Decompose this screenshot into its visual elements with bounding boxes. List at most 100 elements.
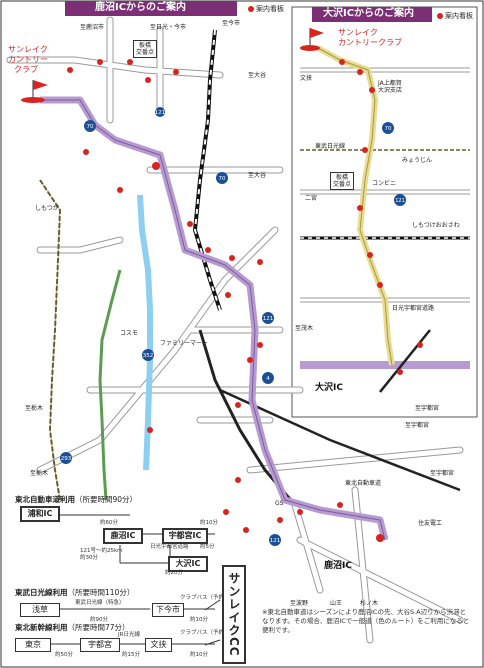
inset-shield-70	[382, 122, 394, 134]
route-tobu-duration: 約90分	[90, 617, 108, 623]
route-box-kanuma: 鹿沼IC	[103, 528, 143, 544]
route-293: 293	[61, 456, 72, 462]
main-header-bg	[65, 1, 237, 16]
inset-label-bunkyo: 文挟	[300, 75, 313, 82]
label-itaba-koban: 板橋交番点	[133, 40, 158, 58]
inset-label-utsunomiya: 至宇都宮	[415, 405, 440, 412]
inset-route-70: 70	[385, 126, 392, 132]
inset-label-shimotsuke: しもつけおおさわ	[412, 222, 460, 229]
route-shields	[60, 107, 281, 546]
route-121-a: 121	[155, 110, 166, 116]
route-box-shimoimaichi: 下今市	[152, 603, 184, 617]
inset-label-ja2: 大沢支店	[378, 87, 403, 94]
marker-dot-icon	[248, 6, 254, 12]
inset-club-line1: サンレイク	[338, 28, 378, 37]
route-box-urawa: 浦和IC	[20, 506, 60, 522]
label-ri-u: 至宇都宮	[405, 422, 430, 429]
marker-dot-icon	[437, 13, 443, 19]
route-70-a: 70	[87, 124, 94, 130]
route-box-bunkyo: 文挟	[145, 638, 172, 652]
route-121-c: 121	[270, 538, 281, 544]
route-4: 4	[266, 376, 270, 382]
inset-label-ninomiya: 二宮	[305, 195, 318, 202]
label-takada: 至鹿沼市	[80, 24, 105, 31]
route-121-b: 121	[263, 316, 274, 322]
main-header-legend: 案内看板	[248, 4, 284, 14]
label-kosumo: コスモ	[120, 330, 139, 337]
route-tobu-line: 東武日光線（特急）	[75, 600, 125, 606]
route-box-osawa: 大沢IC	[168, 556, 208, 572]
route-express-via5: 約5分	[200, 544, 215, 550]
route-tobu-title: 東武日光線利用（所要時間110分）	[15, 588, 135, 597]
route-express-title: 東北自動車道利用（所要時間90分）	[15, 495, 138, 504]
label-gs: GS	[275, 500, 284, 507]
river	[137, 194, 153, 471]
label-tosei: 東北自動車道	[345, 480, 382, 487]
inset-frame	[291, 6, 478, 418]
inset-label-koban: 板橋交番点	[330, 172, 355, 190]
route-box-asakusa: 浅草	[20, 603, 60, 617]
inset-label-furukawa: みょうじん	[402, 157, 433, 164]
inset-shield-121	[394, 194, 406, 206]
label-ri-u2: 至宇都宮	[430, 470, 455, 477]
club-name-line3: クラブ	[14, 65, 38, 74]
route-express-via13: 約30分	[80, 555, 98, 561]
label-sanai: 山王	[330, 600, 343, 607]
label-hatano: 至波野	[290, 600, 309, 607]
sunlake-cc-label: サンレイクCC	[222, 565, 246, 664]
inset-markers	[339, 59, 423, 375]
route-352: 352	[143, 353, 154, 359]
route-shinkansen-line3: 約15分	[122, 652, 140, 658]
route-shinkansen-club-time: 約10分	[190, 652, 208, 658]
route-shinkansen-line2: JR日光線	[118, 632, 140, 638]
jr-rail	[193, 29, 221, 311]
inset-header-title: 大沢ICからのご案内	[323, 8, 415, 19]
inset-flag	[300, 28, 324, 51]
route-express-via15: 約20分	[165, 570, 183, 576]
route-express-via4: 日光宇都宮道路	[150, 544, 189, 550]
label-tochigi: 至栃木	[25, 405, 44, 412]
inset-label-nikko-dori: 日光宇都宮道路	[392, 305, 435, 312]
route-shinkansen-line1: 約50分	[55, 652, 73, 658]
route-express-via2: 約60分	[100, 520, 118, 526]
inset-route-121: 121	[395, 198, 405, 204]
label-fami: ファミリーマート	[160, 340, 209, 347]
label-suko: 杉ノ木	[360, 600, 379, 607]
inset-header-bg	[312, 7, 432, 22]
green-rail	[98, 269, 122, 501]
label-uchiage: 住友電工	[418, 520, 443, 527]
label-shimotsuga: しもつが	[35, 205, 59, 212]
inset-club-line2: カントリークラブ	[338, 38, 402, 47]
route-tobu-club-time: 約10分	[190, 617, 208, 623]
label-kanuma: 至今市	[222, 20, 241, 27]
route-tobu-club: クラブバス（予約制）	[180, 595, 236, 601]
label-moto: 至茂木	[295, 325, 314, 332]
kanuma-ic-bottom-label: 鹿沼IC	[324, 561, 352, 571]
club-flag-main	[21, 80, 48, 103]
road-fill	[7, 17, 463, 643]
label-ri-okuma: 至大谷	[248, 172, 267, 179]
inset-label-konbini: コンビニ	[372, 180, 397, 187]
route-70-b: 70	[219, 176, 226, 182]
route-express-via12: 121号〜約25km	[80, 548, 123, 554]
club-name-line1: サンレイク	[8, 45, 48, 54]
label-tochigi-2: 至栃木	[30, 470, 49, 477]
club-name-line2: カントリー	[8, 55, 48, 64]
route-shinkansen-title: 東北新幹線利用（所要時間77分）	[15, 623, 130, 632]
route-box-utsunomiya-station: 宇都宮	[80, 638, 120, 652]
route-express-via3: 約10分	[200, 520, 218, 526]
inset-header-legend: 案内看板	[437, 11, 473, 21]
main-header-title: 鹿沼ICからのご案内	[95, 2, 187, 13]
route-box-utsunomiya: 宇都宮IC	[162, 528, 208, 544]
label-ri-seinin: 至大谷	[248, 72, 267, 79]
guide-board-markers	[67, 59, 384, 542]
inset-label-ja: JA上都賀	[378, 80, 402, 87]
osawa-ic-inset-label: 大沢IC	[315, 383, 343, 393]
notice-text: ※東北自動車道はシーズンにより鹿沼ICの先、大谷S.A辺りから渋滞となります。そ…	[262, 608, 470, 634]
route-shinkansen-club: クラブバス（予約制）	[180, 630, 236, 636]
label-takashio: 至日光・今市	[150, 24, 187, 31]
route-box-tokyo: 東京	[15, 638, 51, 652]
inset-label-kyosaku: 東武日光線	[315, 143, 346, 150]
